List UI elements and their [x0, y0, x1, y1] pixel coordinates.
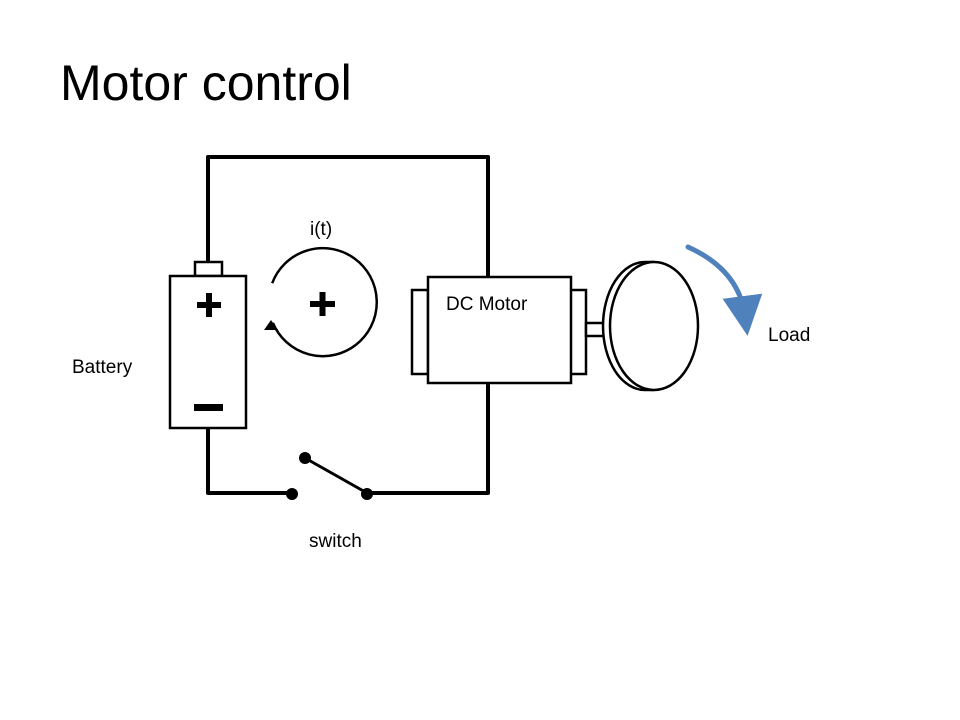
current-arrow-icon — [264, 320, 278, 330]
switch-contact-right — [361, 488, 373, 500]
motor-body — [426, 275, 573, 385]
load-label: Load — [768, 325, 810, 346]
current-label: i(t) — [310, 219, 332, 240]
switch-label: switch — [309, 531, 362, 552]
current-loop — [264, 246, 378, 358]
current-plus-icon — [310, 292, 335, 316]
motor-label: DC Motor — [446, 294, 528, 315]
switch-pivot — [299, 452, 311, 464]
battery — [168, 260, 248, 430]
rotation-arrow-icon — [685, 244, 763, 336]
load — [601, 260, 700, 392]
load-disk — [608, 260, 700, 392]
switch-contact-left — [286, 488, 298, 500]
motor-left-cap — [410, 288, 430, 376]
motor-shaft — [584, 321, 606, 338]
wire — [206, 155, 490, 495]
page-title: Motor control — [60, 55, 352, 111]
battery-terminal — [193, 260, 224, 278]
dc-motor — [410, 275, 606, 385]
battery-minus-icon — [194, 404, 223, 411]
motor-right-cap — [568, 288, 588, 376]
switch — [286, 452, 373, 500]
battery-plus-icon — [197, 293, 221, 317]
battery-label: Battery — [72, 357, 133, 378]
